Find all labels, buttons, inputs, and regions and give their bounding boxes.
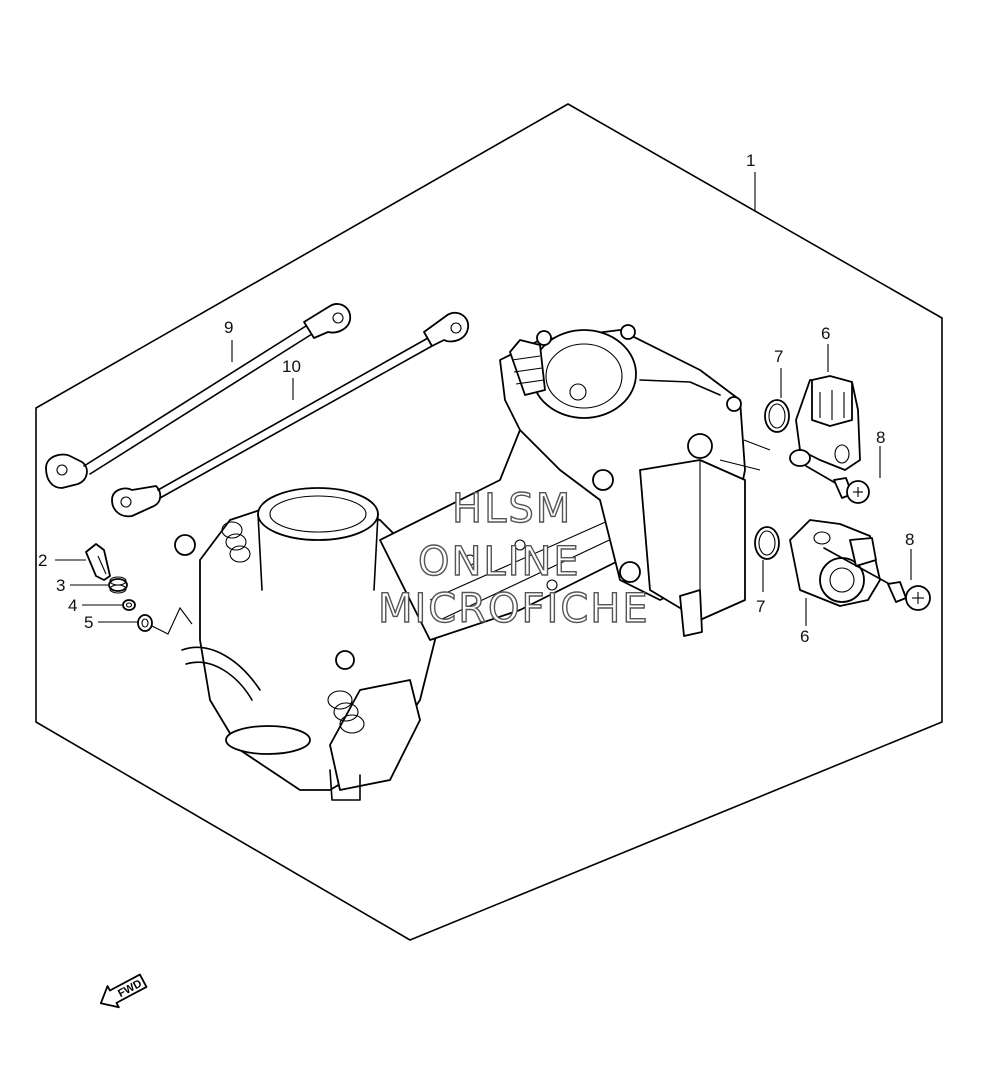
watermark-line-3: MICROFICHE (378, 586, 650, 632)
callout-8-lower: 8 (905, 530, 914, 549)
sensor-6-upper (789, 375, 861, 471)
watermark-line-1: HLSM (452, 486, 572, 532)
screw-2 (85, 543, 111, 581)
throttle-body-assembly (174, 324, 771, 801)
callout-5: 5 (84, 613, 93, 632)
callout-10: 10 (282, 357, 301, 376)
screw-8-lower (823, 547, 931, 611)
callout-4: 4 (68, 596, 77, 615)
fwd-label: FWD (116, 978, 144, 1000)
rod-9 (45, 303, 352, 489)
rod-10 (111, 311, 469, 518)
o-ring-7-lower (754, 526, 780, 560)
callout-3: 3 (56, 576, 65, 595)
washer-4 (122, 599, 136, 611)
o-ring-5 (137, 606, 193, 635)
callout-7-upper: 7 (774, 347, 783, 366)
sensor-6-lower (789, 519, 881, 607)
callout-leaders (55, 172, 912, 626)
callout-8-upper: 8 (876, 428, 885, 447)
callout-7-lower: 7 (756, 597, 765, 616)
o-ring-7-upper (764, 399, 790, 433)
callout-2: 2 (38, 551, 47, 570)
callout-9: 9 (224, 318, 233, 337)
screw-8-upper (805, 465, 870, 504)
fwd-arrow-icon: FWD (99, 973, 148, 1009)
watermark: HLSM ONLINE MICROFICHE (377, 485, 650, 632)
callout-6-lower: 6 (800, 627, 809, 646)
callout-labels: 1 9 10 2 3 4 5 6 7 8 8 7 6 (38, 151, 914, 646)
callout-1: 1 (746, 151, 755, 170)
callout-6-upper: 6 (821, 324, 830, 343)
watermark-line-2: ONLINE (418, 539, 581, 585)
spring-3 (108, 576, 128, 594)
assembly-boundary (35, 103, 943, 941)
